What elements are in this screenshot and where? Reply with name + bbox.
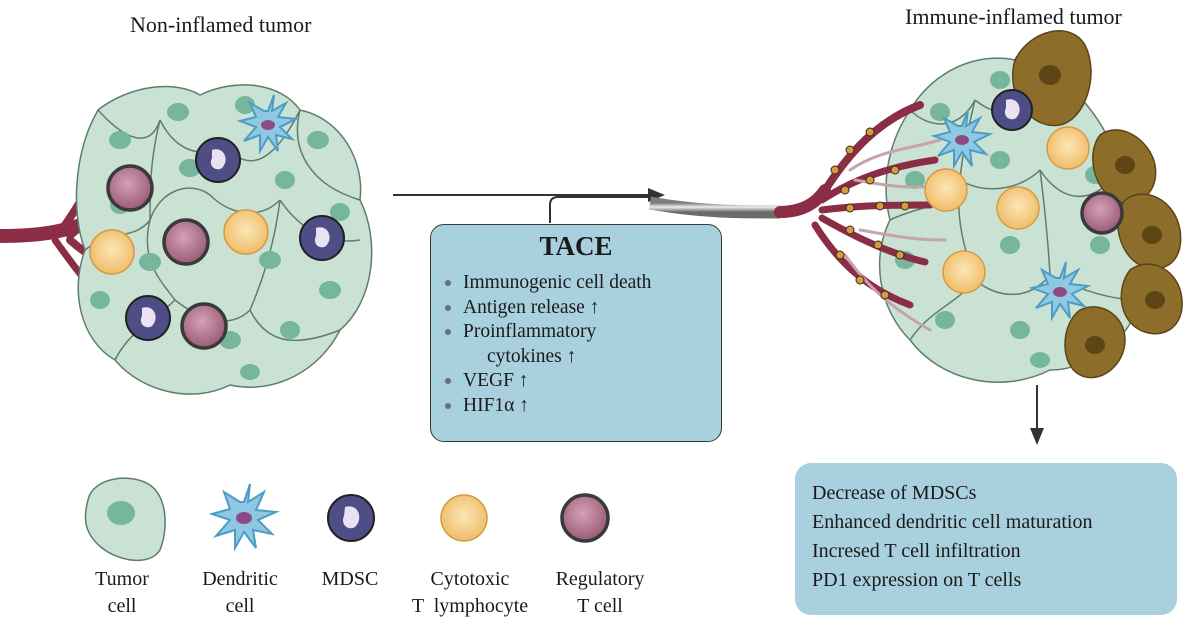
bullet-icon — [445, 402, 451, 409]
bullet-icon — [445, 329, 451, 335]
down-arrow — [1030, 385, 1044, 445]
outcome-box: Decrease of MDSCs Enhanced dendritic cel… — [795, 463, 1177, 615]
legend-label-line: Cytotoxic — [430, 568, 510, 590]
legend-dendritic-cell-label: Dendritic cell — [190, 566, 290, 620]
left-mdsc-cells — [125, 137, 345, 341]
legend-tumor-cell-label: Tumor cell — [82, 566, 162, 620]
legend-label-line: Dendritic — [202, 568, 278, 590]
outcome-item: Decrease of MDSCs — [812, 482, 977, 504]
right-vessel-dots — [830, 127, 910, 300]
tace-item: Antigen release ↑ — [443, 296, 651, 321]
right-stromal-nuclei — [1039, 65, 1165, 354]
tace-item-text: Proinflammatory — [463, 321, 597, 342]
tace-box: TACE Immunogenic cell death Antigen rele… — [430, 224, 722, 442]
tace-item-text: HIF1α ↑ — [463, 394, 530, 416]
tace-item-text: VEGF ↑ — [463, 370, 529, 391]
legend-dendritic-cell-icon — [208, 483, 280, 552]
tace-item-text: Immunogenic cell death — [463, 272, 652, 293]
outcome-list: Decrease of MDSCs Enhanced dendritic cel… — [812, 479, 1092, 595]
legend-treg-icon — [560, 493, 610, 543]
legend-ctl-label: Cytotoxic T lymphocyte — [390, 566, 550, 620]
bullet-icon — [445, 304, 451, 311]
legend-label-line: T lymphocyte — [411, 595, 529, 617]
tace-item: Immunogenic cell death — [443, 271, 651, 296]
legend-ctl-icon — [440, 494, 488, 542]
tace-item-text: cytokines ↑ — [487, 345, 577, 367]
left-ctl-cells — [89, 209, 269, 275]
legend-mdsc-icon — [327, 494, 375, 542]
left-title: Non-inflamed tumor — [130, 12, 312, 37]
tace-item: VEGF ↑ — [443, 369, 651, 394]
legend-label-line: MDSC — [321, 568, 379, 590]
legend-mdsc-label: MDSC — [310, 566, 390, 593]
tace-item-text: Antigen release ↑ — [463, 296, 600, 318]
outcome-item: Incresed T cell infiltration — [812, 540, 1021, 562]
tace-item: Proinflammatory — [443, 320, 651, 345]
outcome-item: PD1 expression on T cells — [812, 569, 1022, 591]
right-mdsc-cell — [991, 89, 1033, 131]
legend-tumor-cell-icon — [84, 477, 166, 562]
tace-item-continuation: cytokines ↑ — [443, 345, 651, 370]
tace-title: TACE — [539, 231, 613, 261]
right-title: Immune-inflamed tumor — [905, 4, 1122, 29]
left-treg-cells — [106, 164, 228, 350]
legend-label-line: Tumor — [95, 568, 149, 590]
catheter — [648, 196, 781, 219]
legend-treg-label: Regulatory T cell — [540, 566, 660, 620]
legend-label-line: cell — [107, 595, 137, 617]
right-vessel-tree — [774, 101, 952, 332]
tace-effects-list: Immunogenic cell death Antigen release ↑… — [443, 271, 651, 418]
legend-label-line: cell — [225, 595, 255, 617]
right-tumor-nuclei — [895, 71, 1110, 368]
right-ctl-cells — [924, 126, 1090, 294]
bullet-icon — [445, 280, 451, 286]
right-treg-cell — [1080, 191, 1124, 235]
legend-label-line: Regulatory — [555, 568, 645, 590]
main-arrow — [393, 188, 665, 223]
legend-label-line: T cell — [577, 595, 623, 617]
bullet-icon — [445, 378, 451, 384]
left-dendritic-cell — [236, 94, 300, 155]
outcome-item: Enhanced dendritic cell maturation — [812, 511, 1093, 533]
tace-item: HIF1α ↑ — [443, 394, 651, 419]
right-dendritic-cells — [930, 109, 1092, 322]
